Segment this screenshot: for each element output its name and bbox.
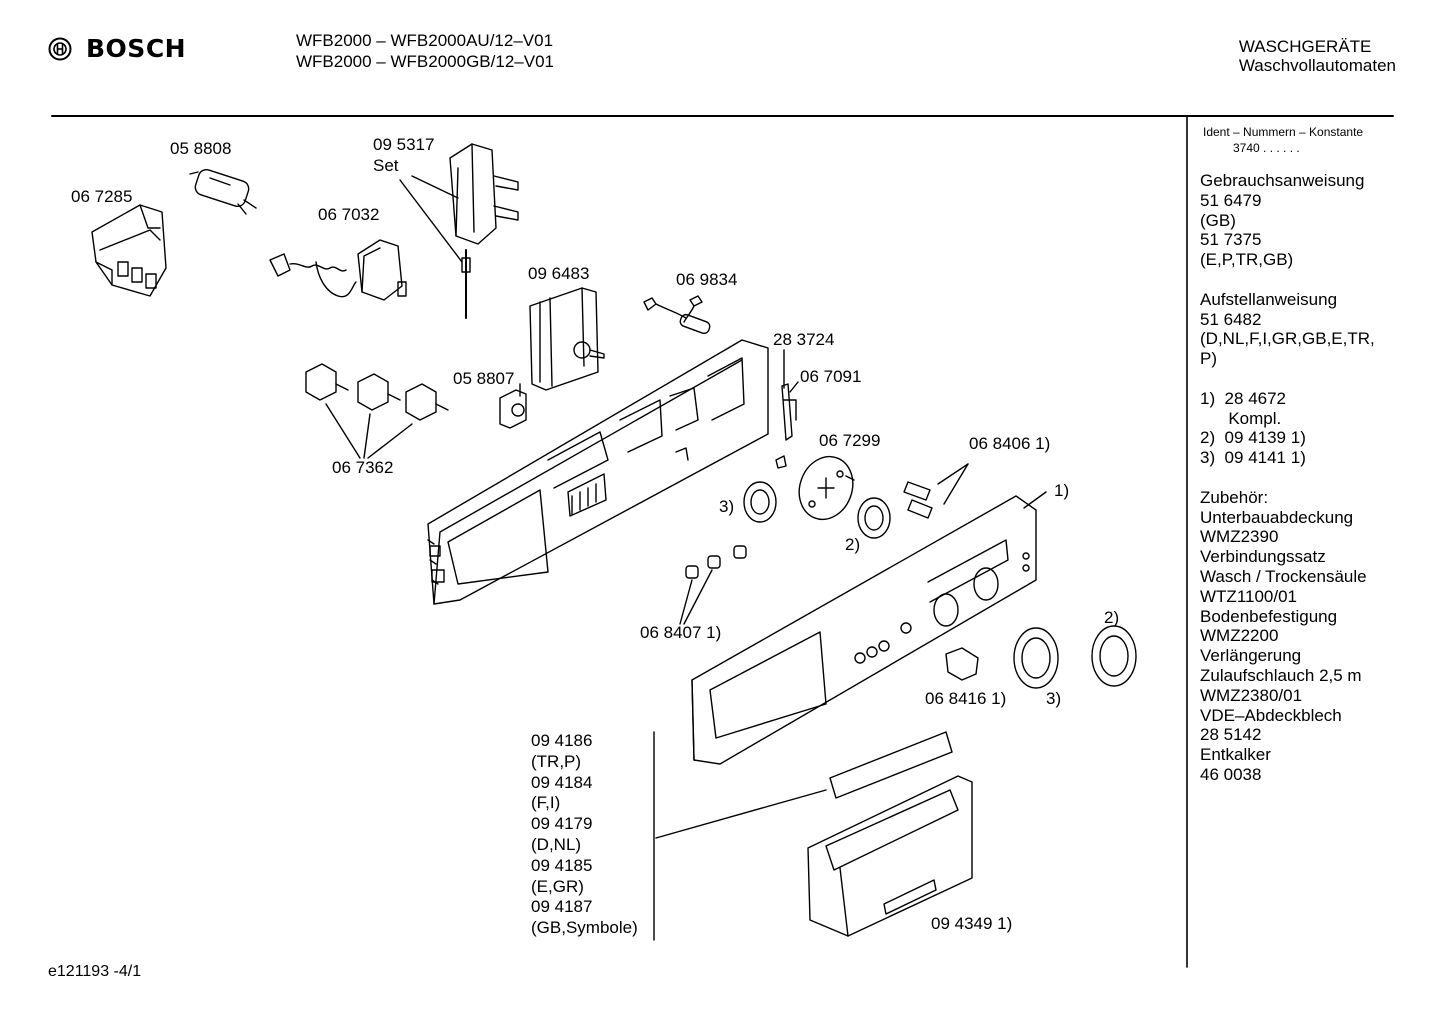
panel-variant-line: (D,NL) — [531, 834, 582, 854]
sidebar-line: Unterbauabdeckung — [1200, 507, 1354, 527]
sidebar-line: WMZ2380/01 — [1200, 685, 1303, 705]
sidebar-line: WMZ2390 — [1200, 527, 1279, 547]
part-label-058807: 05 8807 — [453, 369, 515, 388]
part-label-068406: 06 8406 1) — [969, 434, 1051, 453]
ref-label-3a: 3) — [719, 497, 735, 516]
brand-name: BOSCH — [86, 34, 187, 63]
thermostat-part — [269, 239, 407, 301]
sidebar-line: 28 5142 — [1200, 725, 1262, 745]
part-label-067362: 06 7362 — [332, 458, 394, 477]
part-label-096483: 09 6483 — [528, 264, 590, 283]
potentiometer-part — [499, 383, 527, 429]
part-label-068416: 06 8416 1) — [925, 689, 1007, 708]
sidebar-line — [1200, 369, 1375, 389]
part-label-095317: 09 5317 — [373, 135, 435, 154]
programme-selector-part — [529, 287, 605, 391]
control-panel-frame — [427, 339, 769, 605]
part-label-068407: 06 8407 1) — [640, 623, 722, 642]
sidebar-line — [1200, 270, 1375, 290]
document-code: e121193 -4/1 — [48, 963, 142, 980]
ident-title: Ident – Nummern – Konstante — [1203, 125, 1364, 139]
knobs-part — [743, 463, 969, 539]
sidebar-line: 46 0038 — [1200, 764, 1262, 784]
switch-set-part — [399, 143, 519, 319]
sidebar-line: Kompl. — [1200, 408, 1282, 428]
part-label-094349: 09 4349 1) — [931, 914, 1013, 933]
panel-variant-line: (GB,Symbole) — [531, 918, 638, 938]
detergent-drawer-part — [807, 775, 973, 937]
part-label-095317-set: Set — [373, 156, 399, 175]
category-subtitle: Waschvollautomaten — [1238, 56, 1396, 75]
capacitor-part — [189, 168, 257, 215]
ref-label-1: 1) — [1054, 481, 1070, 500]
panel-variant-line: (E,GR) — [531, 876, 584, 896]
panel-variant-list: 09 4186 (TR,P) 09 4184 (F,I) 09 4179 (D,… — [531, 731, 638, 939]
bracket-part — [91, 204, 167, 297]
ref-label-3b: 3) — [1046, 689, 1062, 708]
panel-strip-part — [653, 731, 953, 941]
sidebar-line: Bodenbefestigung — [1200, 606, 1338, 626]
cable-part — [643, 295, 711, 335]
sidebar-line: Gebrauchsanweisung — [1200, 171, 1365, 190]
panel-variant-line: 09 4186 — [531, 731, 593, 750]
sidebar-text: Gebrauchsanweisung 51 6479 (GB) 51 7375 … — [1200, 171, 1375, 785]
part-label-067091: 06 7091 — [800, 367, 862, 386]
sidebar-line: WMZ2200 — [1200, 626, 1279, 646]
sidebar-line: 51 6482 — [1200, 309, 1262, 329]
brand: BOSCH — [48, 34, 186, 63]
model-line-2: WFB2000 – WFB2000GB/12–V01 — [296, 52, 554, 71]
panel-variant-line: 09 4179 — [531, 814, 593, 834]
panel-variant-line: (F,I) — [531, 793, 561, 813]
bosch-logo-icon — [48, 37, 72, 60]
ref-label-2b: 2) — [1104, 608, 1120, 627]
sidebar-line: Zulaufschlauch 2,5 m — [1200, 665, 1362, 685]
part-label-069834: 06 9834 — [676, 270, 738, 289]
sidebar-line: Aufstellanweisung — [1200, 289, 1338, 309]
sidebar-line: Entkalker — [1200, 745, 1271, 765]
part-label-067285: 06 7285 — [71, 187, 133, 206]
panel-variant-line: 09 4185 — [531, 855, 593, 875]
part-label-058808: 05 8808 — [170, 139, 232, 158]
sidebar-line: (GB) — [1200, 210, 1236, 230]
sidebar-line: Wasch / Trockensäule — [1200, 566, 1367, 586]
part-label-283724: 28 3724 — [773, 330, 835, 349]
sidebar-line — [1200, 468, 1375, 488]
model-info: WFB2000 – WFB2000AU/12–V01 WFB2000 – WFB… — [296, 30, 554, 72]
part-label-067032: 06 7032 — [318, 205, 380, 224]
ref-label-2a: 2) — [845, 535, 861, 554]
sidebar-line: P) — [1200, 349, 1217, 369]
model-line-1: WFB2000 – WFB2000AU/12–V01 — [296, 31, 554, 50]
part-label-067299: 06 7299 — [819, 431, 881, 450]
sidebar-line: Verlängerung — [1200, 646, 1302, 666]
small-buttons-part — [679, 545, 747, 625]
front-fascia — [691, 491, 1047, 765]
category-block: WASCHGERÄTE Waschvollautomaten — [1239, 37, 1396, 75]
disc-part — [798, 455, 855, 521]
sidebar-line: Verbindungssatz — [1200, 547, 1326, 567]
sidebar-line: 1) 28 4672 — [1200, 388, 1287, 408]
sidebar-line: (E,P,TR,GB) — [1200, 250, 1294, 270]
panel-variant-line: 09 4187 — [531, 897, 593, 917]
sidebar-line: (D,NL,F,I,GR,GB,E,TR, — [1200, 329, 1375, 349]
lever-part — [775, 349, 799, 469]
push-switches-part — [305, 363, 449, 459]
front-knobs-part — [945, 625, 1137, 689]
category-title: WASCHGERÄTE — [1238, 37, 1372, 56]
sidebar-line: 51 7375 — [1200, 230, 1262, 250]
sidebar-line: WTZ1100/01 — [1200, 586, 1298, 606]
sidebar-line: Zubehör: — [1200, 487, 1269, 507]
ident-value: 3740 . . . . . . — [1233, 141, 1300, 155]
sidebar-line: VDE–Abdeckblech — [1200, 705, 1342, 725]
panel-variant-line: (TR,P) — [531, 751, 582, 771]
sidebar-line: 3) 09 4141 1) — [1200, 448, 1306, 468]
sidebar-line: 2) 09 4139 1) — [1200, 428, 1306, 448]
panel-variant-line: 09 4184 — [531, 772, 593, 792]
sidebar-line: 51 6479 — [1200, 190, 1262, 210]
